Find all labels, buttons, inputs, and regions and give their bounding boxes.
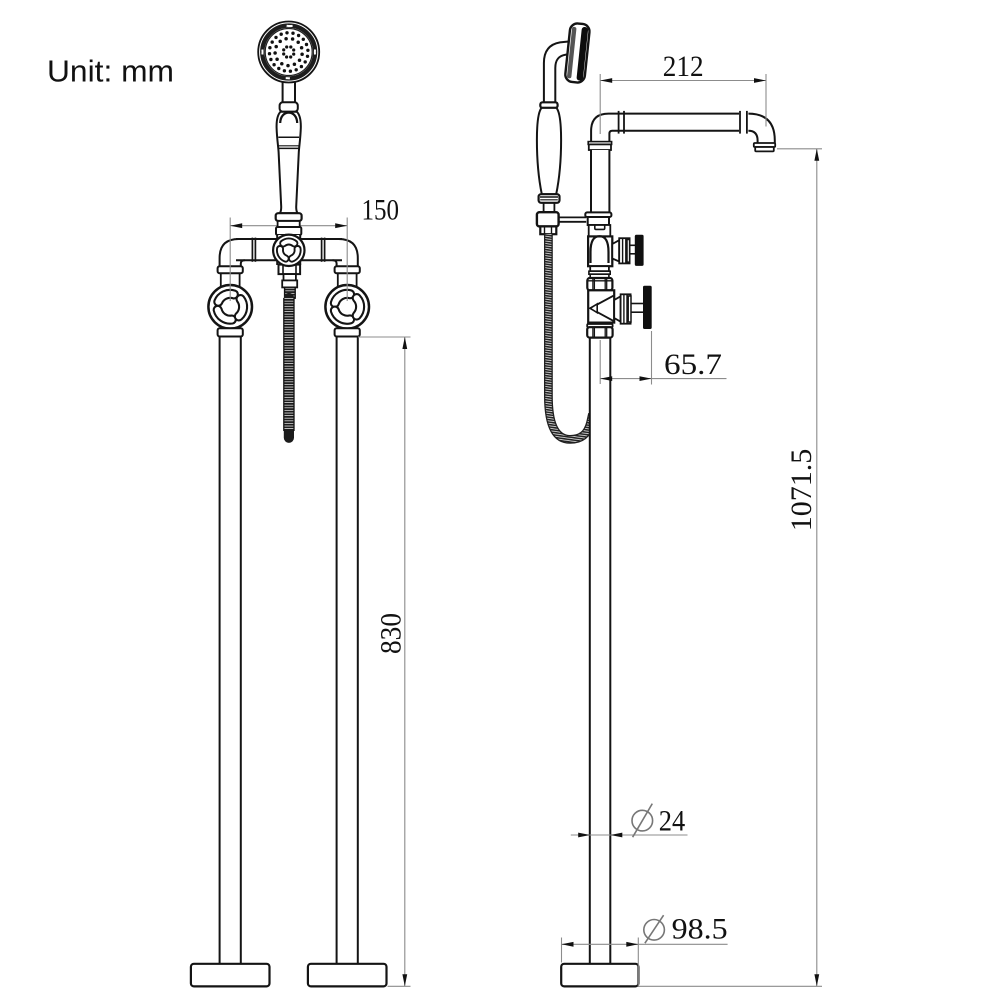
svg-text:24: 24: [659, 805, 685, 838]
svg-text:830: 830: [375, 613, 408, 654]
svg-text:65.7: 65.7: [664, 348, 722, 381]
svg-text:98.5: 98.5: [672, 912, 728, 945]
svg-text:Unit: mm: Unit: mm: [47, 55, 174, 89]
svg-text:212: 212: [663, 50, 704, 83]
svg-text:1071.5: 1071.5: [785, 449, 818, 532]
svg-text:150: 150: [362, 193, 400, 226]
